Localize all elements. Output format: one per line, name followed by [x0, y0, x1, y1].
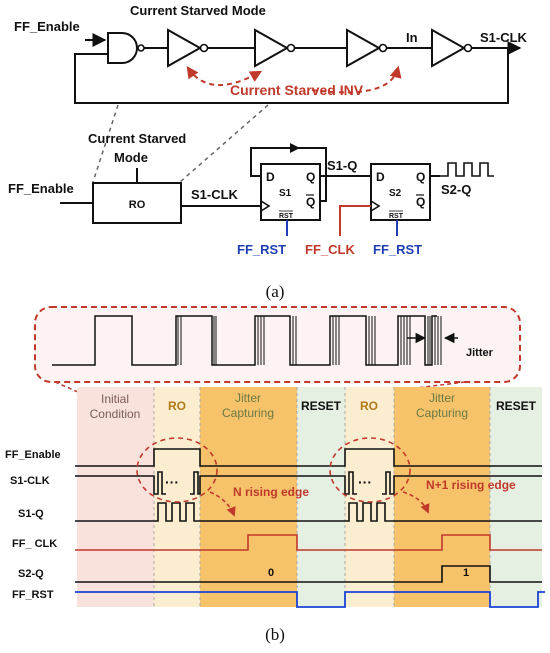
phase-initial-l2: Condition — [90, 407, 141, 421]
wave-s1q — [75, 502, 542, 522]
s1clk-ellipsis-2: ··· — [358, 474, 372, 490]
in-node-label: In — [406, 30, 418, 45]
ff2-d: D — [376, 170, 385, 184]
n1-rising-edge-label: N+1 rising edge — [426, 478, 516, 492]
phase-initial — [77, 387, 154, 607]
inverter-2 — [254, 28, 296, 68]
phase-reset-1-label: RESET — [301, 399, 342, 413]
s1clk-lower-label: S1-CLK — [191, 187, 239, 202]
signal-s1q: S1-Q — [18, 508, 44, 520]
s1q-label: S1-Q — [327, 158, 357, 173]
phase-capture-2-l1: Jitter — [429, 391, 455, 405]
jitter-label: Jitter — [466, 347, 494, 359]
phase-initial-l1: Initial — [101, 392, 129, 406]
ff2-q: Q — [416, 170, 425, 184]
phase-capture-1 — [200, 387, 297, 607]
inverter-3 — [346, 28, 388, 68]
phase-capture-1-l1: Jitter — [235, 391, 261, 405]
ro-block — [92, 182, 182, 224]
part-b-timing: Jitter Initial Condition RO Jitter Captu… — [5, 306, 545, 644]
mode-top-label: Current Starved Mode — [130, 3, 266, 18]
phase-capture-2-l2: Capturing — [416, 406, 468, 420]
phase-reset-2 — [490, 387, 542, 607]
wave-ff-enable — [75, 448, 542, 467]
ff2-name: S2 — [389, 188, 402, 199]
wave-ff-rst — [75, 591, 545, 608]
mode-lower-line2: Mode — [114, 150, 148, 165]
part-a-schematic: FF_Enable Current Starved Mode In — [8, 3, 528, 301]
phase-ro-2 — [345, 387, 394, 607]
wave-ff-clk — [75, 534, 542, 551]
edge-ellipse-2 — [329, 437, 411, 503]
signal-s2q: S2-Q — [18, 568, 44, 580]
signal-ff-rst: FF_RST — [12, 589, 54, 601]
s2q-label: S2-Q — [441, 182, 471, 197]
wave-s2q — [75, 565, 542, 583]
ff2-rst: RST — [389, 213, 404, 220]
signal-ff-clk: FF_ CLK — [12, 538, 57, 550]
caption-b: (b) — [265, 625, 285, 644]
s2q-output-pulses — [440, 162, 494, 177]
edge-ellipse-1 — [136, 437, 218, 503]
inverter-4 — [431, 28, 473, 68]
phase-reset-2-label: RESET — [496, 399, 537, 413]
mode-lower-line1: Current Starved — [88, 131, 186, 146]
nand-gate — [107, 32, 138, 64]
ff-clk-label: FF_CLK — [305, 242, 355, 257]
ff1-name: S1 — [279, 188, 292, 199]
phase-ro-1 — [154, 387, 200, 607]
n-rising-edge-label: N rising edge — [233, 485, 309, 499]
ff-enable-top-label: FF_Enable — [14, 19, 80, 34]
phase-ro-1-label: RO — [168, 399, 186, 413]
ff1-q: Q — [306, 170, 315, 184]
ff-rst-2-label: FF_RST — [373, 242, 422, 257]
caption-a: (a) — [266, 282, 285, 301]
ff2-qbar: Q — [416, 195, 425, 209]
phase-reset-1 — [297, 387, 345, 607]
s2q-value-0: 0 — [268, 567, 274, 579]
signal-s1clk: S1-CLK — [10, 475, 50, 487]
wave-s1clk — [75, 471, 542, 495]
ff-rst-1-label: FF_RST — [237, 242, 286, 257]
phase-ro-2-label: RO — [360, 399, 378, 413]
ro-block-label: RO — [129, 199, 146, 211]
ff-enable-lower-label: FF_Enable — [8, 181, 74, 196]
s1clk-top-label: S1-CLK — [480, 30, 528, 45]
inverter-1 — [167, 28, 209, 68]
ff1-qbar: Q — [306, 195, 315, 209]
jitter-waveform — [52, 315, 437, 366]
ff1-d: D — [266, 170, 275, 184]
jitter-zoom-box — [34, 306, 521, 383]
signal-ff-enable: FF_Enable — [5, 449, 61, 461]
s1clk-ellipsis-1: ··· — [165, 474, 179, 490]
phase-capture-1-l2: Capturing — [222, 406, 274, 420]
current-starved-inv-label: Current Starved INV — [230, 82, 364, 98]
ff1-rst: RST — [279, 213, 294, 220]
s2q-value-1: 1 — [463, 567, 469, 579]
